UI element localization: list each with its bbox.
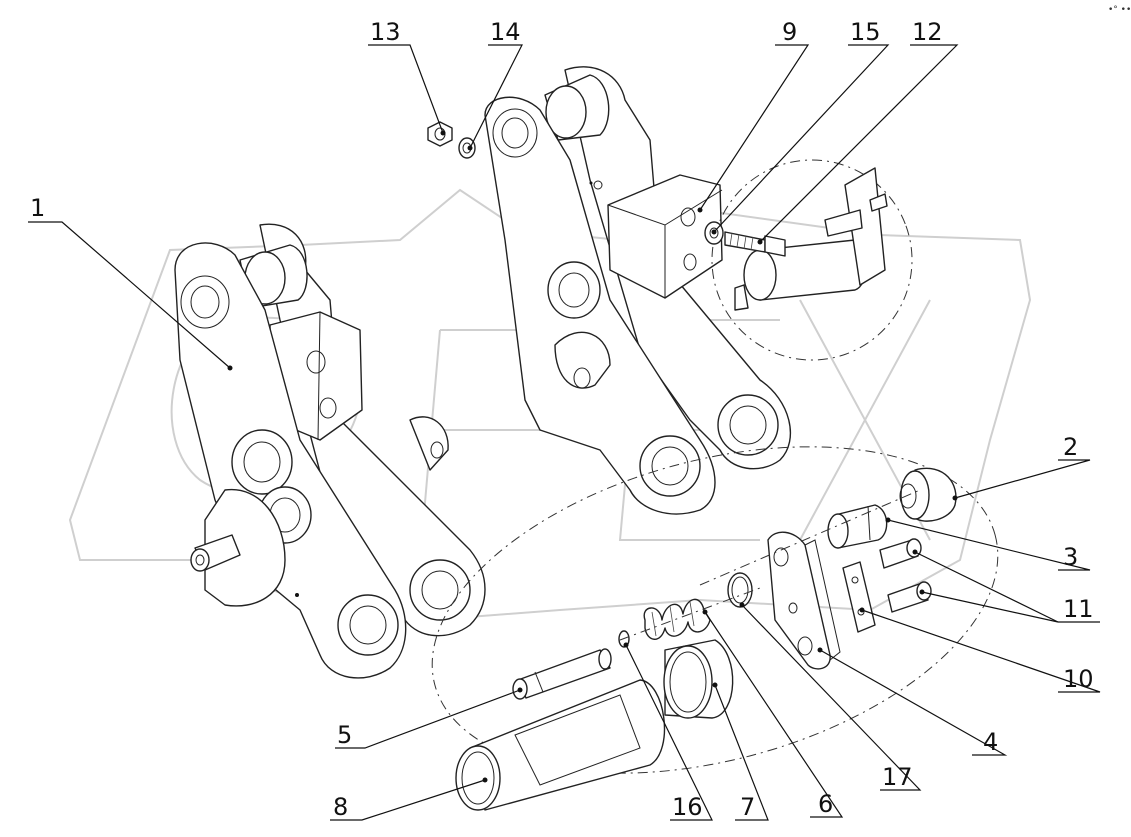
callout-13: 13 [368,18,446,136]
callout-1-label: 1 [30,194,45,222]
callout-11-label: 11 [1063,595,1094,623]
callout-4: 4 [817,647,1008,756]
callout-10: 10 [859,607,1101,693]
callout-7: 7 [712,682,769,821]
callout-9-label: 9 [782,18,797,46]
callout-17-label: 17 [882,763,913,791]
callout-5: 5 [335,687,523,749]
callout-14: 14 [467,18,523,151]
callout-14-label: 14 [490,18,521,46]
part-5-pin [512,648,612,700]
axis-line-upper [699,489,921,586]
part-7-sleeve [663,639,734,719]
callout-1: 1 [28,194,233,371]
callout-8-label: 8 [333,793,348,821]
callout-15-label: 15 [850,18,881,46]
callout-8: 8 [330,777,488,821]
callout-13-label: 13 [370,18,401,46]
callout-3: 3 [885,517,1091,571]
part-10-shim-plate [842,561,876,633]
callout-15: 15 [711,18,890,235]
callout-3-label: 3 [1063,543,1078,571]
callout-12-label: 12 [912,18,943,46]
part-12-bolt-and-cylinder [711,159,913,361]
part-14-washer [458,137,476,159]
callout-16-label: 16 [672,793,703,821]
corner-mark: •° ••• [1108,5,1131,15]
callout-5-label: 5 [337,721,352,749]
callout-7-label: 7 [740,793,755,821]
callout-12: 12 [757,18,959,245]
part-2-cap [899,467,957,522]
part-9-lever-with-block [484,66,792,515]
callout-6-label: 6 [818,790,833,818]
callout-11: 11 [912,549,1100,623]
callout-2: 2 [952,433,1091,501]
callout-16: 16 [623,642,713,821]
axis-line-lower [619,587,761,641]
callout-17: 17 [739,602,922,791]
part-4-plate [767,531,841,670]
callout-4-label: 4 [983,728,998,756]
callout-10-label: 10 [1063,665,1094,693]
part-1-lever-assembly [174,223,486,679]
part-6-spring [643,598,711,640]
part-8-cylinder [455,679,666,811]
exploded-group-outline [431,446,999,774]
part-3-bushing [827,504,888,549]
callout-2-label: 2 [1063,433,1078,461]
part-17-ring [727,572,753,608]
callout-9: 9 [697,18,810,213]
callout-6: 6 [702,609,844,818]
